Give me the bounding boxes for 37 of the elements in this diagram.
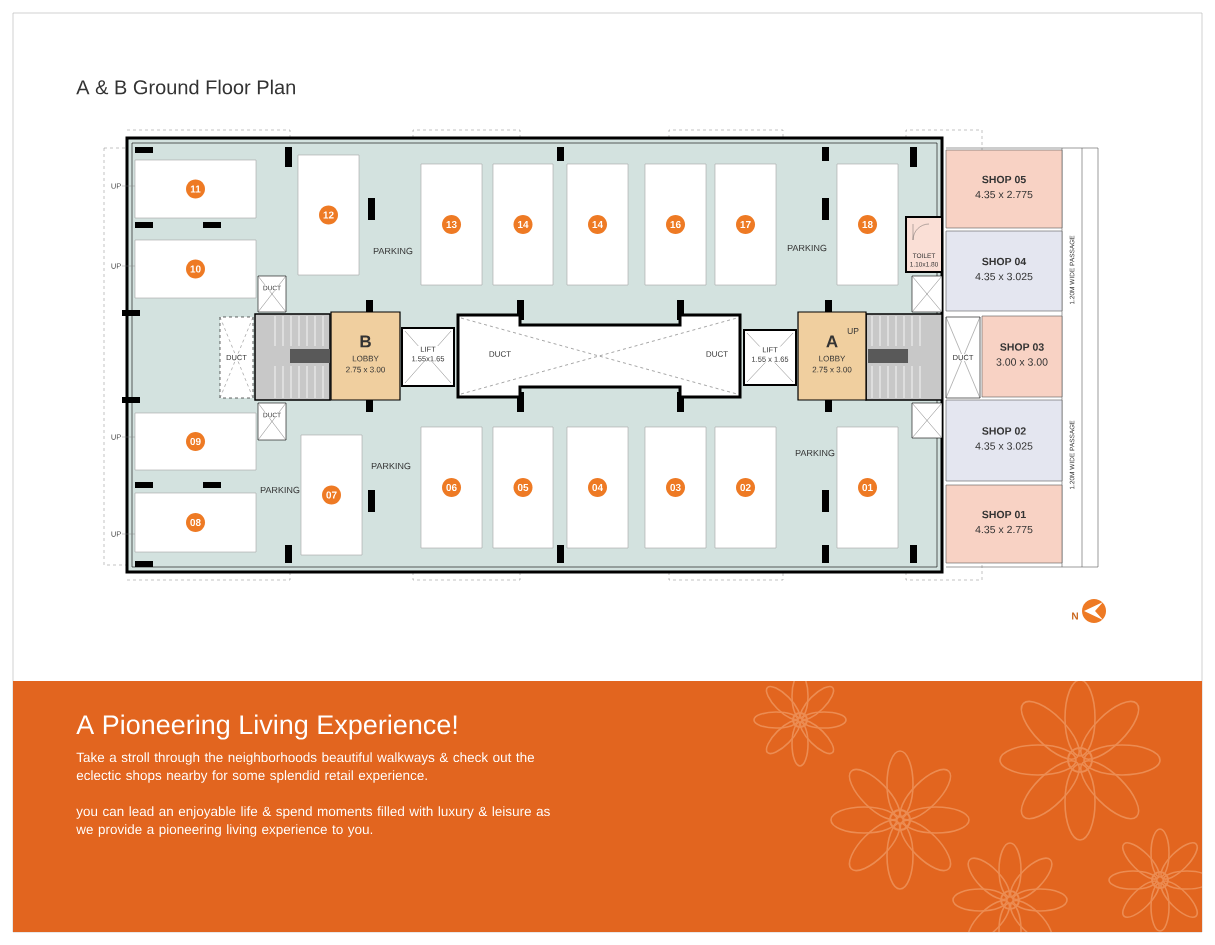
parking-bay: 03 xyxy=(644,426,707,549)
parking-bay: 11 xyxy=(134,159,257,219)
banner-paragraph: Take a stroll through the neighborhoods beautiful walkways & check out the eclectic shops nearby for some splendid retail experience. xyxy=(76,752,535,783)
parking-bay: 05 xyxy=(492,426,554,549)
area-label: PARKING xyxy=(373,247,413,255)
parking-bay: 01 xyxy=(836,426,899,549)
stair-label: UP xyxy=(847,328,859,334)
parking-bay: 07 xyxy=(300,434,363,556)
parking-bay: 12 xyxy=(297,154,360,276)
parking-bay: 10 xyxy=(134,239,257,299)
parking-bay: 16 xyxy=(644,163,707,286)
shop-room: SHOP 03 3.00 x 3.00 xyxy=(981,315,1063,398)
shop-room: SHOP 01 4.35 x 2.775 xyxy=(945,484,1063,564)
banner-heading: A Pioneering Living Experience! xyxy=(76,714,457,740)
duct-shaft xyxy=(911,275,943,313)
parking-bay: 04 xyxy=(566,426,629,549)
parking-bay: 06 xyxy=(420,426,483,549)
shop-room: SHOP 04 4.35 x 3.025 xyxy=(945,230,1063,312)
area-label: PARKING xyxy=(260,486,300,494)
parking-bay: 08 xyxy=(134,492,257,553)
shop-room: SHOP 02 4.35 x 3.025 xyxy=(945,399,1063,482)
area-label: PARKING xyxy=(371,462,411,470)
parking-bay: 14 xyxy=(492,163,554,286)
lobby-room: B LOBBY 2.75 x 3.00 xyxy=(330,311,401,401)
parking-bay: 18 xyxy=(836,163,899,286)
plan-title: A & B Ground Floor Plan xyxy=(76,79,295,95)
parking-bay: 02 xyxy=(714,426,777,549)
shop-room: SHOP 05 4.35 x 2.775 xyxy=(945,149,1063,229)
parking-bay: 17 xyxy=(714,163,777,286)
area-label: PARKING xyxy=(787,244,827,252)
area-label: PARKING xyxy=(795,449,835,457)
parking-bay: 14 xyxy=(566,163,629,286)
duct-shaft xyxy=(911,402,943,439)
parking-bay: 13 xyxy=(420,163,483,286)
north-label: N xyxy=(1072,612,1078,620)
parking-bay: 09 xyxy=(134,412,257,471)
banner-paragraph: you can lead an enjoyable life & spend moments filled with luxury & leisure as we provide a pioneering living experience to you. xyxy=(76,806,550,837)
